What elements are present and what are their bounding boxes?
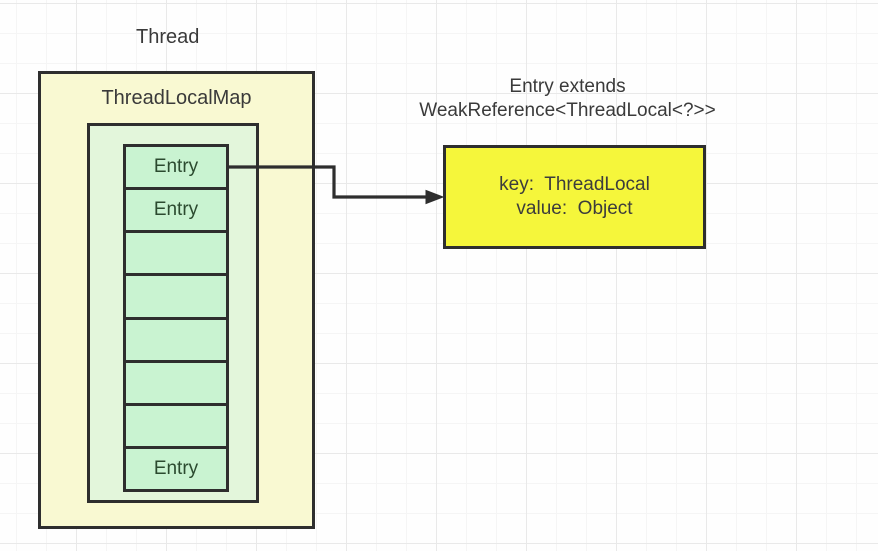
entry-cell-column: Entry Entry Entry xyxy=(123,144,229,492)
entry-cell xyxy=(126,363,226,406)
entry-key-line: key: ThreadLocal xyxy=(499,174,650,195)
entry-detail-box: key: ThreadLocal value: Object xyxy=(443,145,706,249)
entry-cell xyxy=(126,406,226,449)
entry-extends-note-line2: WeakReference<ThreadLocal<?>> xyxy=(419,100,716,121)
entry-cell xyxy=(126,276,226,320)
entry-cell: Entry xyxy=(126,190,226,234)
threadlocalmap-title: ThreadLocalMap xyxy=(101,87,252,109)
entry-cell xyxy=(126,320,226,363)
entry-reference-arrow xyxy=(229,165,445,205)
thread-label: Thread xyxy=(136,26,200,48)
threadlocalmap-table: Entry Entry Entry xyxy=(87,123,259,503)
entry-cell: Entry xyxy=(126,147,226,191)
entry-extends-note: Entry extends WeakReference<ThreadLocal<… xyxy=(400,75,735,123)
entry-extends-note-line1: Entry extends xyxy=(509,76,626,97)
entry-cell xyxy=(126,233,226,277)
thread-box: ThreadLocalMap Entry Entry Entry xyxy=(38,71,315,529)
entry-cell: Entry xyxy=(153,457,199,479)
entry-value-line: value: Object xyxy=(516,198,633,219)
